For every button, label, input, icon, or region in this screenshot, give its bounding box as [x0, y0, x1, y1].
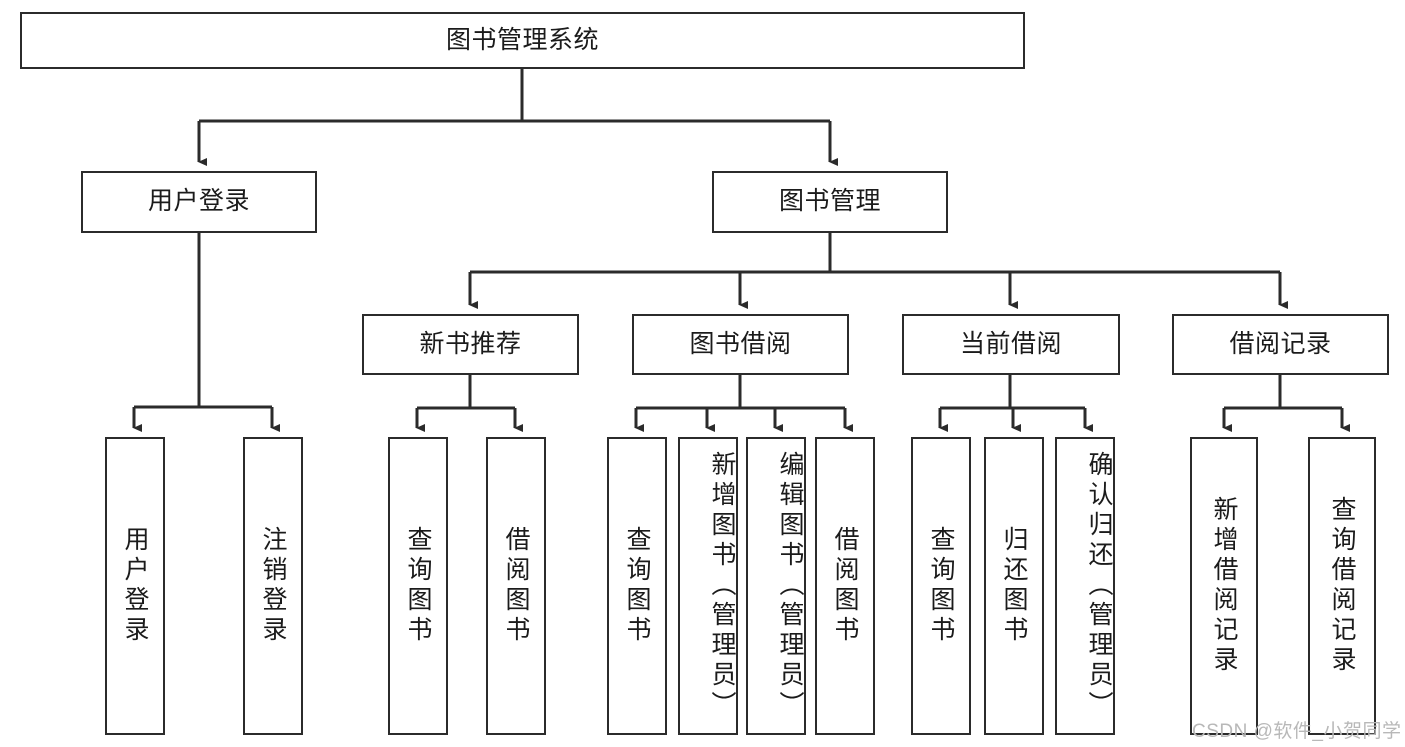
node-label: 编辑图书（管理员）	[776, 451, 804, 721]
node-leaf-11[interactable]: 新增借阅记录	[1190, 437, 1258, 735]
node-level3-3[interactable]: 借阅记录	[1172, 314, 1389, 375]
node-label: 借阅图书	[831, 526, 859, 646]
node-label: 注销登录	[259, 526, 287, 646]
node-leaf-7[interactable]: 借阅图书	[815, 437, 875, 735]
node-leaf-8[interactable]: 查询图书	[911, 437, 971, 735]
node-label: 归还图书	[1000, 526, 1028, 646]
node-leaf-0[interactable]: 用户登录	[105, 437, 165, 735]
node-label: 借阅图书	[502, 526, 530, 646]
node-label: 查询借阅记录	[1328, 496, 1356, 676]
node-leaf-6[interactable]: 编辑图书（管理员）	[746, 437, 806, 735]
node-leaf-5[interactable]: 新增图书（管理员）	[678, 437, 738, 735]
node-level3-2[interactable]: 当前借阅	[902, 314, 1120, 375]
node-label: 用户登录	[121, 526, 149, 646]
node-level2-1[interactable]: 图书管理	[712, 171, 948, 233]
node-root-system[interactable]: 图书管理系统	[20, 12, 1025, 69]
node-label: 查询图书	[927, 526, 955, 646]
node-level2-0[interactable]: 用户登录	[81, 171, 317, 233]
node-leaf-1[interactable]: 注销登录	[243, 437, 303, 735]
node-label: 查询图书	[623, 526, 651, 646]
node-leaf-9[interactable]: 归还图书	[984, 437, 1044, 735]
node-leaf-3[interactable]: 借阅图书	[486, 437, 546, 735]
node-label: 新增借阅记录	[1210, 496, 1238, 676]
node-label: 新增图书（管理员）	[708, 451, 736, 721]
node-leaf-10[interactable]: 确认归还（管理员）	[1055, 437, 1115, 735]
node-level3-0[interactable]: 新书推荐	[362, 314, 579, 375]
node-leaf-2[interactable]: 查询图书	[388, 437, 448, 735]
node-label: 确认归还（管理员）	[1085, 451, 1113, 721]
node-level3-1[interactable]: 图书借阅	[632, 314, 849, 375]
node-label: 查询图书	[404, 526, 432, 646]
csdn-watermark: CSDN @软件_小贺同学	[1192, 721, 1402, 742]
node-leaf-12[interactable]: 查询借阅记录	[1308, 437, 1376, 735]
node-leaf-4[interactable]: 查询图书	[607, 437, 667, 735]
